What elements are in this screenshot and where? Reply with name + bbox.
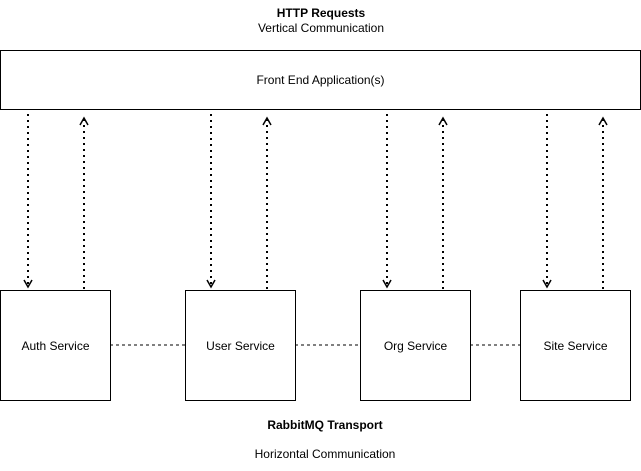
frontend-application-label: Front End Application(s) [256, 73, 385, 87]
vertical-communication-subtitle: Vertical Communication [257, 21, 385, 35]
horizontal-communication-subtitle: Horizontal Communication [254, 447, 396, 461]
org-service-box[interactable]: Org Service [360, 290, 471, 401]
rabbitmq-transport-title: RabbitMQ Transport [267, 418, 383, 432]
site-service-label: Site Service [543, 338, 608, 353]
org-service-label: Org Service [383, 338, 448, 353]
user-service-box[interactable]: User Service [185, 290, 296, 401]
frontend-application-box[interactable]: Front End Application(s) [0, 50, 641, 110]
http-requests-title: HTTP Requests [276, 6, 366, 20]
site-service-box[interactable]: Site Service [520, 290, 631, 401]
auth-service-label: Auth Service [21, 338, 90, 353]
user-service-label: User Service [206, 338, 275, 353]
auth-service-box[interactable]: Auth Service [0, 290, 111, 401]
